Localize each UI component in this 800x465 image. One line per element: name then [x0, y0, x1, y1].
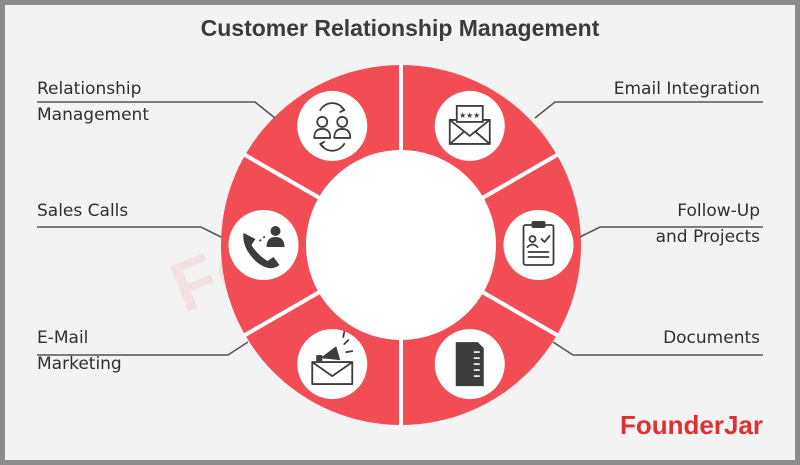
- leader-lines: [37, 101, 763, 356]
- label-line: Marketing: [37, 354, 122, 374]
- ring-hole: [306, 150, 496, 340]
- icon-badge-follow-up-projects: [503, 210, 574, 280]
- label-email-integration: Email Integration: [614, 76, 760, 102]
- leader-line-email-integration: [534, 101, 763, 119]
- leader-line-sales-calls: [37, 226, 222, 238]
- label-line: Sales Calls: [37, 201, 129, 221]
- label-follow-up-projects: Follow-Up and Projects: [656, 198, 760, 250]
- leader-line-relationship-management: [37, 101, 276, 119]
- icon-circle: [297, 90, 368, 161]
- segment-divider: [481, 290, 559, 338]
- envelope-stars-icon: ★★★: [448, 105, 491, 145]
- two-people-exchange-icon: [313, 102, 352, 152]
- svg-text:★: ★: [473, 111, 480, 120]
- icon-badge-sales-calls: [228, 210, 299, 280]
- phone-person-icon: [243, 226, 285, 269]
- icon-badge-relationship-management: [297, 90, 368, 161]
- icon-circle: [434, 90, 505, 161]
- label-line: Management: [37, 105, 149, 125]
- label-email-marketing: E-Mail Marketing: [37, 325, 122, 377]
- icon-circles: ★★★: [228, 90, 574, 400]
- segment-divider: [243, 152, 321, 200]
- diagram-title: Customer Relationship Management: [200, 15, 600, 41]
- label-line: Relationship: [37, 79, 142, 99]
- icon-circle: [503, 210, 574, 280]
- icon-badge-documents: [434, 329, 505, 400]
- ring-segments: [221, 64, 581, 426]
- label-sales-calls: Sales Calls: [37, 198, 128, 224]
- label-line: Follow-Up: [677, 201, 760, 221]
- label-line: E-Mail: [37, 328, 89, 348]
- icon-badge-email-marketing: [297, 329, 368, 400]
- icon-circle: [228, 210, 299, 280]
- crm-ring-diagram: ★★★: [37, 64, 763, 426]
- leader-line-documents: [552, 341, 763, 356]
- label-relationship-management: Relationship Management: [37, 76, 149, 128]
- segment-divider: [243, 290, 321, 338]
- leader-line-follow-up-projects: [579, 226, 763, 238]
- label-line: Documents: [663, 328, 760, 348]
- icon-circle: [297, 329, 368, 400]
- brand-logo-text: FounderJar: [619, 410, 763, 440]
- segment-divider: [481, 152, 559, 200]
- label-line: Email Integration: [613, 79, 760, 99]
- svg-text:★: ★: [459, 111, 466, 120]
- label-line: and Projects: [655, 227, 760, 247]
- svg-text:★: ★: [466, 111, 473, 120]
- document-icon: [455, 342, 484, 387]
- label-documents: Documents: [663, 325, 760, 351]
- clipboard-profile-icon: [522, 221, 555, 266]
- icon-badge-email-integration: ★★★: [434, 90, 505, 161]
- leader-line-email-marketing: [37, 341, 249, 356]
- envelope-megaphone-icon: [311, 331, 354, 385]
